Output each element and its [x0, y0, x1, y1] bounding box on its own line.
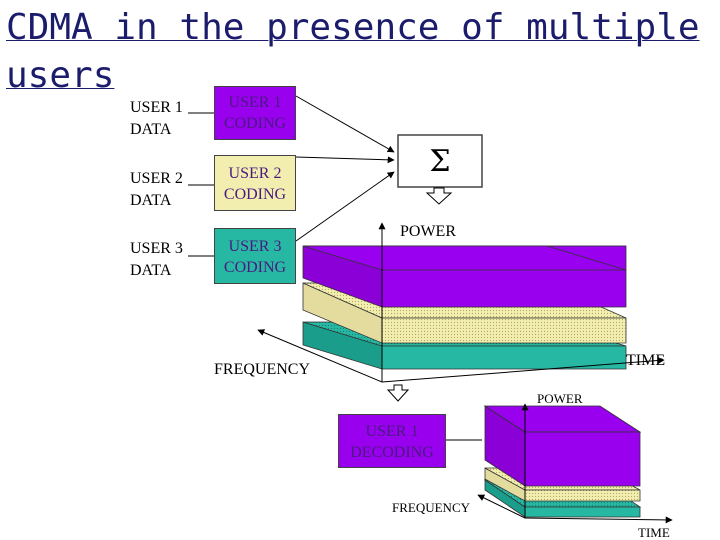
user3-data-line2: DATA — [130, 262, 172, 279]
user3-data-label: USER 3 DATA — [130, 238, 183, 282]
bottom-time-axis — [524, 516, 673, 524]
bottom-frequency-label: FREQUENCY — [392, 500, 471, 515]
user3-data-line1: USER 3 — [130, 240, 183, 257]
user2-to-sum-arrow — [295, 156, 395, 164]
sum-box — [397, 134, 483, 188]
top-time-axis — [381, 357, 665, 383]
user2-data-line2: DATA — [130, 192, 172, 209]
user3-to-sum-arrow — [295, 171, 395, 242]
user2-coding-box: USER 2 CODING — [214, 155, 296, 211]
bottom-frequency-axis — [477, 494, 526, 519]
user1-decoding-box: USER 1 DECODING — [338, 414, 446, 468]
user2-coding-line1: USER 2 — [228, 165, 282, 182]
user2-data-line1: USER 2 — [130, 170, 183, 187]
slide-title: CDMA in the presence of multiple users — [6, 7, 700, 96]
decoding-line1: USER 1 — [365, 423, 419, 440]
user3-coding-line2: CODING — [223, 259, 287, 276]
user1-data-line2: DATA — [130, 121, 172, 138]
user2-data-label: USER 2 DATA — [130, 168, 183, 212]
user1-coding-box: USER 1 CODING — [214, 86, 296, 140]
user3-coding-box: USER 3 CODING — [214, 228, 296, 284]
user2-coding-line2: CODING — [223, 186, 287, 203]
top-layer-user1 — [302, 245, 627, 308]
user1-data-line1: USER 1 — [130, 99, 183, 116]
user1-to-sum-arrow — [295, 95, 395, 153]
user1-data-label: USER 1 DATA — [130, 97, 183, 141]
top-frequency-axis — [257, 329, 383, 383]
top-power-label: POWER — [400, 223, 456, 240]
bottom-time-label: TIME — [638, 525, 670, 540]
top-frequency-label: FREQUENCY — [214, 361, 310, 378]
sum-symbol: Σ — [429, 143, 451, 179]
user3-coding-line1: USER 3 — [228, 238, 282, 255]
bottom-power-label: POWER — [537, 391, 583, 406]
bottom-layer-user1 — [483, 405, 642, 487]
user1-coding-line2: CODING — [223, 115, 287, 132]
top-time-label: TIME — [626, 352, 665, 369]
sum-down-arrow — [425, 187, 453, 205]
user1-coding-line1: USER 1 — [228, 94, 282, 111]
result-down-arrow — [386, 384, 410, 402]
decoding-line2: DECODING — [350, 444, 434, 461]
